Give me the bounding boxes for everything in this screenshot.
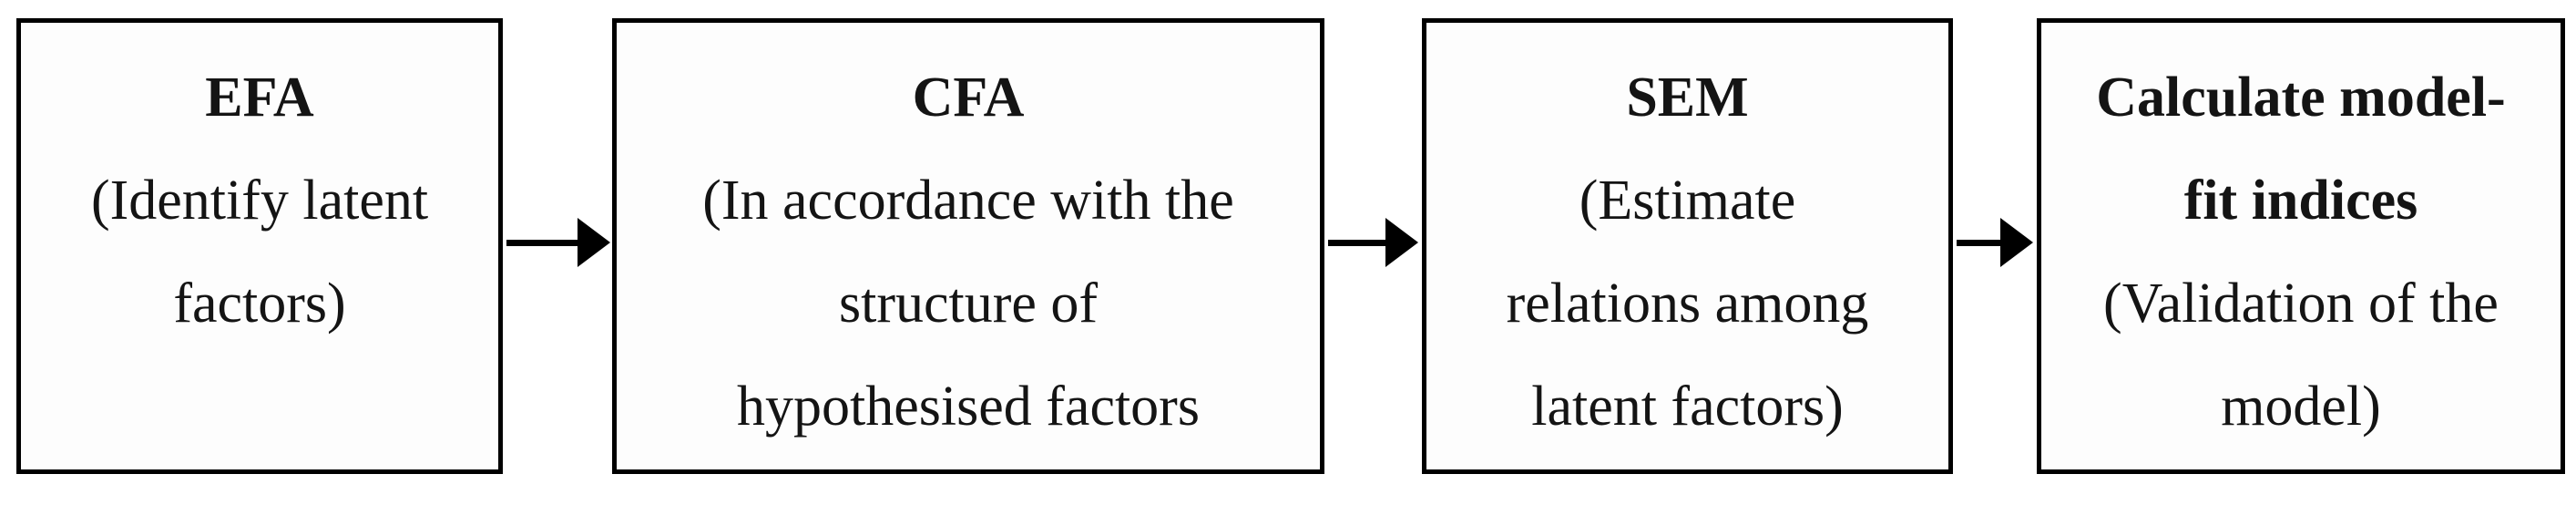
box-desc-line: (Estimate — [1579, 170, 1796, 232]
flow-box-model-fit: Calculate model- fit indices (Validation… — [2037, 18, 2565, 474]
box-title-line: EFA — [205, 67, 314, 129]
box-desc-line: structure of — [838, 273, 1099, 335]
flow-box-sem: SEM (Estimate relations among latent fac… — [1422, 18, 1953, 474]
box-desc-line: factors) — [173, 273, 346, 335]
box-desc-line: (Identify latent — [90, 170, 429, 232]
flow-box-efa: EFA (Identify latent factors) — [16, 18, 503, 474]
box-title-line: Calculate model- — [2096, 67, 2506, 129]
box-title-line: SEM — [1626, 67, 1749, 129]
box-desc-line: (In accordance with the — [702, 170, 1234, 232]
connector-arrow-2 — [1328, 217, 1418, 268]
arrow-right-icon — [578, 218, 610, 267]
box-desc-line: latent factors) — [1531, 376, 1844, 438]
arrow-right-icon — [1385, 218, 1418, 267]
box-desc-line: (Validation of the — [2103, 273, 2499, 335]
arrow-shaft — [1328, 239, 1385, 246]
box-title-line: fit indices — [2183, 170, 2418, 232]
box-title-line: CFA — [912, 67, 1025, 129]
arrow-shaft — [1957, 239, 2000, 246]
arrow-shaft — [506, 239, 578, 246]
box-desc-line: model) — [2221, 376, 2381, 438]
flow-box-cfa: CFA (In accordance with the structure of… — [612, 18, 1324, 474]
arrow-right-icon — [2000, 218, 2033, 267]
box-desc-line: hypothesised factors — [737, 376, 1200, 438]
box-desc-line: relations among — [1506, 273, 1869, 335]
connector-arrow-1 — [506, 217, 610, 268]
connector-arrow-3 — [1957, 217, 2033, 268]
